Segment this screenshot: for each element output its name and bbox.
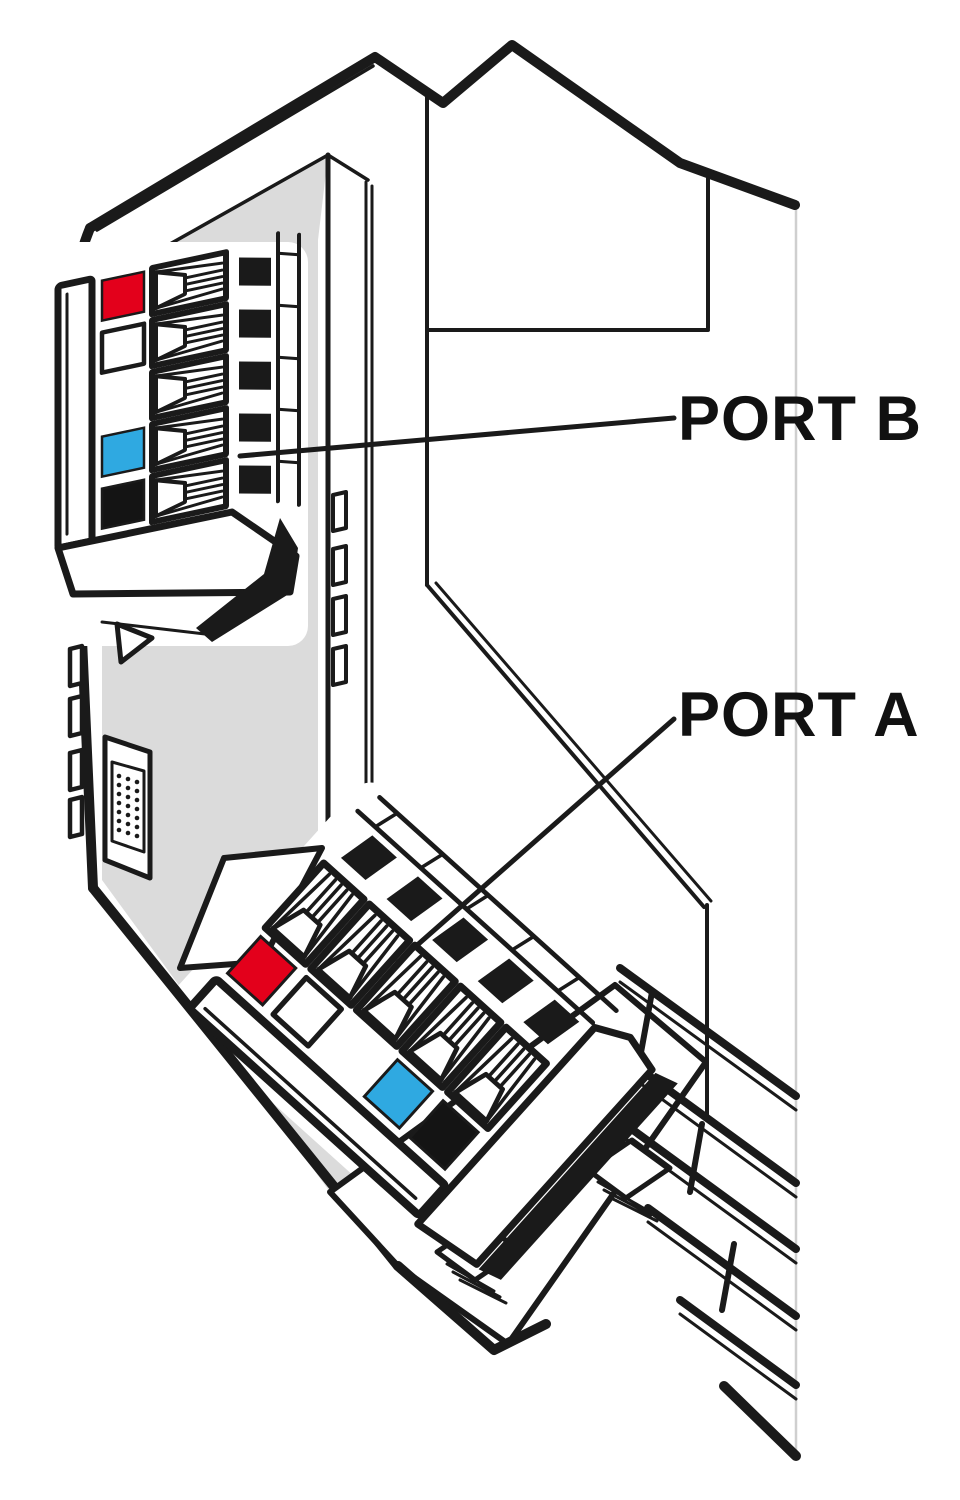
triangle-marker — [114, 621, 155, 665]
port-b-leader-line — [237, 415, 677, 459]
vent-slot — [331, 490, 348, 533]
port-a-base-skirt — [414, 1024, 656, 1268]
vent-slot — [67, 794, 85, 840]
port-b-connector — [58, 229, 299, 642]
port-b-label: PORT B — [678, 384, 922, 454]
port-a-connector — [179, 793, 678, 1280]
port-a-shadow — [478, 1072, 678, 1280]
edge-highlight — [95, 64, 375, 232]
rail-ribs — [596, 964, 800, 1389]
foot-bottom-edge — [393, 1261, 551, 1355]
vent-slot — [331, 644, 348, 687]
port-a-label: PORT A — [678, 680, 920, 750]
fold-edge-ridge — [434, 581, 713, 903]
vent-slots-left — [67, 643, 85, 840]
vent-slot — [331, 594, 348, 637]
vent-slot — [331, 544, 348, 587]
vent-slot — [67, 693, 85, 739]
foot-corner-edge — [719, 1381, 801, 1461]
fold-edge — [425, 583, 706, 909]
dsub-connector — [102, 734, 153, 881]
rail-rib-highlights — [598, 980, 798, 1401]
port-b-shadow — [196, 518, 298, 642]
top-outline — [85, 40, 800, 233]
rail-cross-ties — [637, 989, 737, 1313]
housing-edges — [95, 64, 710, 871]
dsub-pins — [116, 773, 140, 839]
vent-slots-front — [331, 490, 348, 687]
port-a-leader-line — [395, 716, 677, 965]
vent-slot — [67, 643, 85, 689]
vent-slot — [67, 747, 85, 793]
